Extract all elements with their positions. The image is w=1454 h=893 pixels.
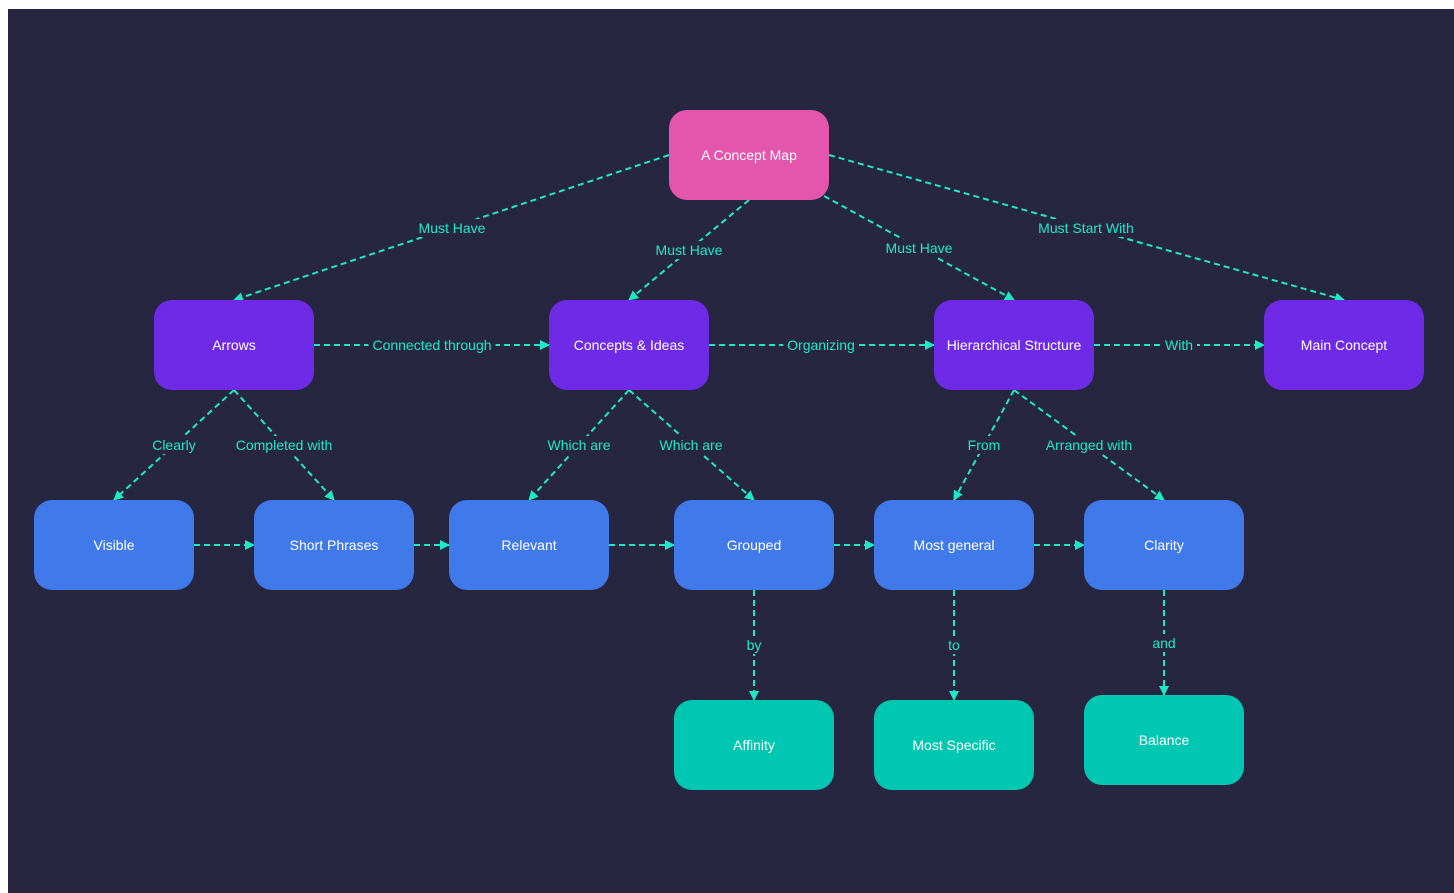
node-a-concept-map[interactable]: A Concept Map [669,110,829,200]
node-label: Most general [913,537,995,553]
node-short-phrases[interactable]: Short Phrases [254,500,414,590]
node-clarity[interactable]: Clarity [1084,500,1244,590]
node-visible[interactable]: Visible [34,500,194,590]
node-most-general[interactable]: Most general [874,500,1034,590]
node-label: Hierarchical Structure [946,337,1082,353]
node-grouped[interactable]: Grouped [674,500,834,590]
node-label: Relevant [501,537,557,553]
node-main-concept[interactable]: Main Concept [1264,300,1424,390]
node-label: Affinity [733,737,775,753]
node-relevant[interactable]: Relevant [449,500,609,590]
node-label: Concepts & Ideas [573,337,685,353]
node-arrows[interactable]: Arrows [154,300,314,390]
node-label: Clarity [1144,537,1184,553]
node-concepts-ideas[interactable]: Concepts & Ideas [549,300,709,390]
node-label: Balance [1138,732,1190,748]
node-label: Main Concept [1300,337,1388,353]
node-most-specific[interactable]: Most Specific [874,700,1034,790]
node-label: Visible [93,537,135,553]
node-label: Short Phrases [289,537,379,553]
node-label: Grouped [726,537,782,553]
node-balance[interactable]: Balance [1084,695,1244,785]
node-affinity[interactable]: Affinity [674,700,834,790]
node-label: Most Specific [912,737,996,753]
node-label: A Concept Map [701,147,797,163]
node-hierarchical-structure[interactable]: Hierarchical Structure [934,300,1094,390]
node-label: Arrows [212,337,256,353]
